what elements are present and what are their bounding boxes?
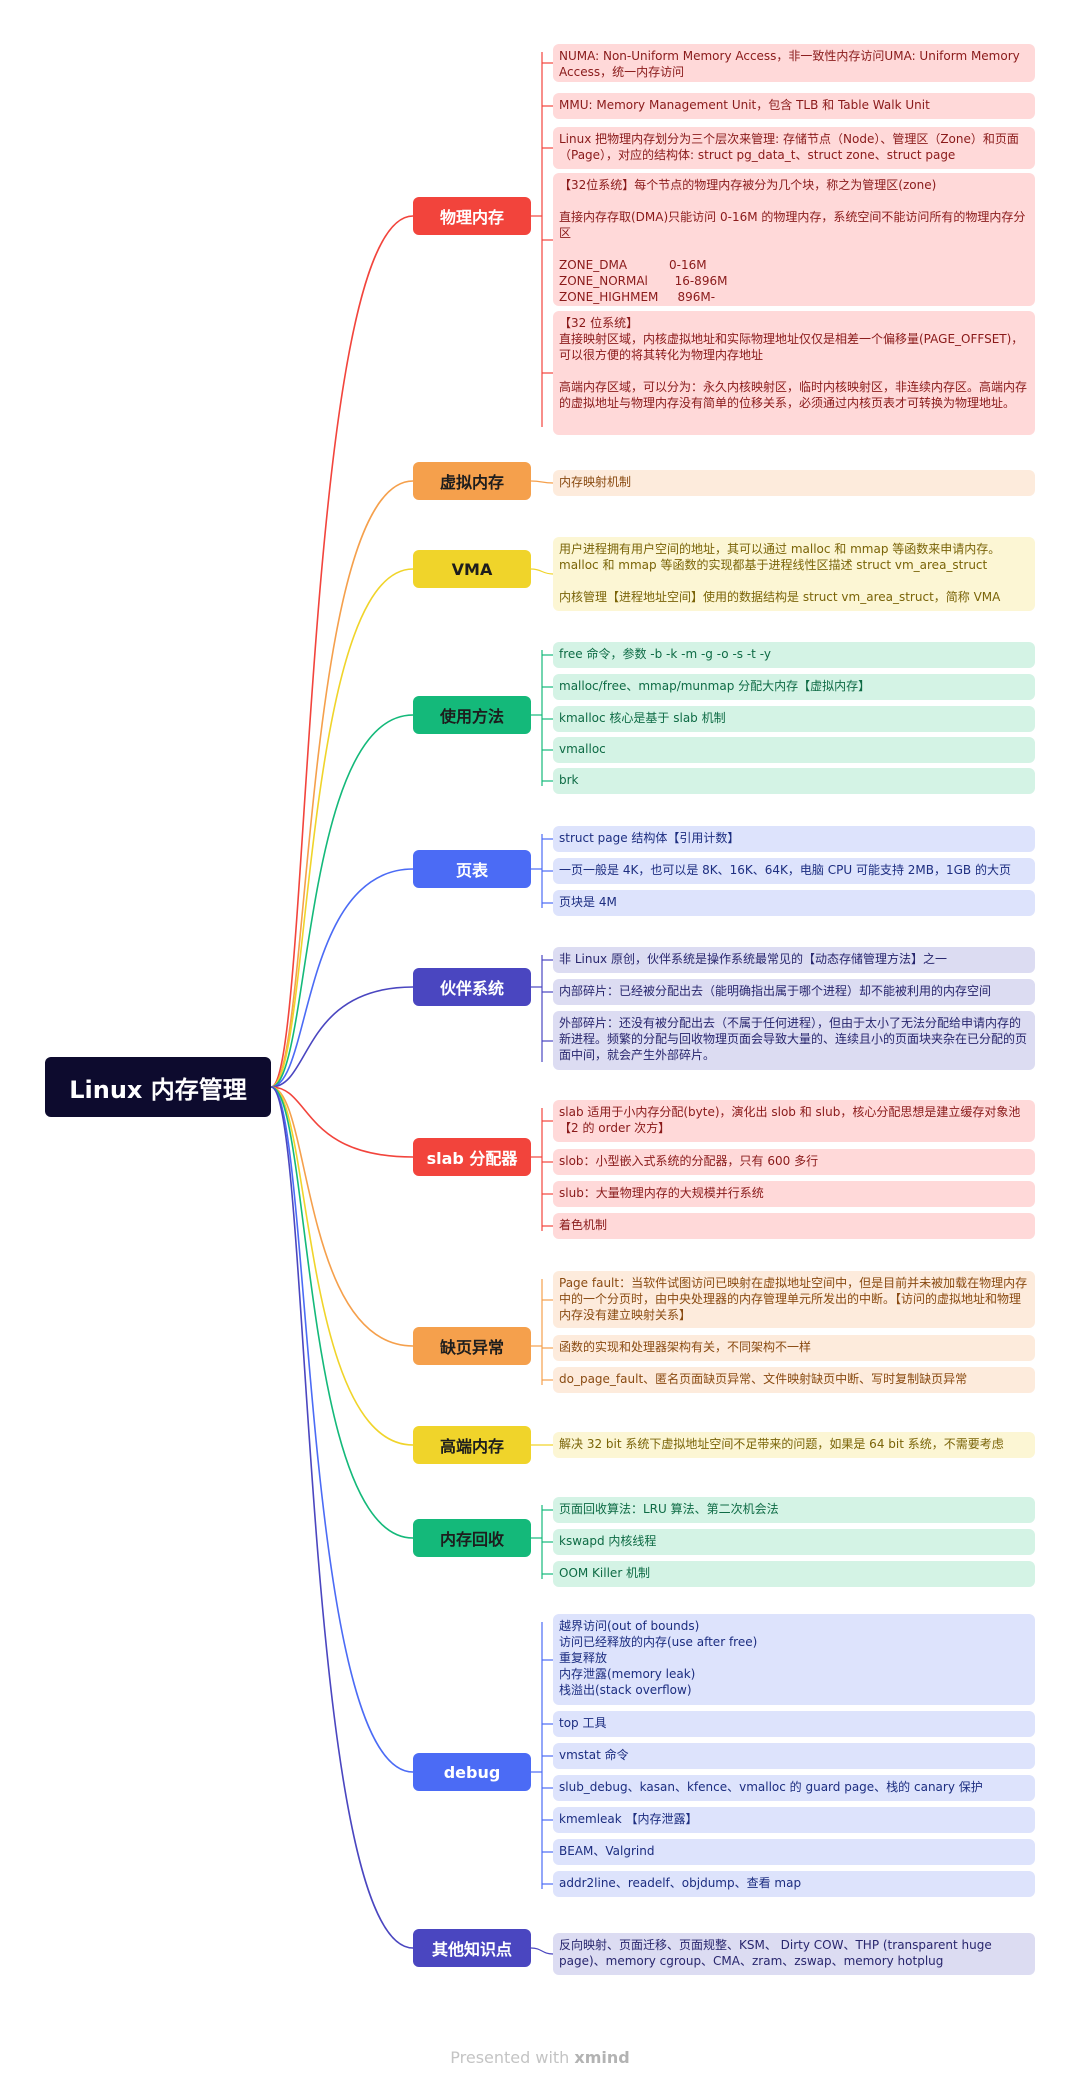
branch-leaf-connector bbox=[530, 1947, 554, 1955]
branch-leaf-connector bbox=[530, 568, 554, 575]
leaf-topic[interactable]: slub：大量物理内存的大规模并行系统 bbox=[553, 1181, 1035, 1207]
root-branch-connector bbox=[270, 986, 414, 1088]
leaf-topic[interactable]: slub_debug、kasan、kfence、vmalloc 的 guard … bbox=[553, 1775, 1035, 1801]
root-branch-connector bbox=[270, 568, 414, 1088]
leaf-topic[interactable]: do_page_fault、匿名页面缺页异常、文件映射缺页中断、写时复制缺页异常 bbox=[553, 1367, 1035, 1393]
leaf-topic[interactable]: kswapd 内核线程 bbox=[553, 1529, 1035, 1555]
xmind-brand: xmind bbox=[574, 2048, 630, 2067]
leaf-topic[interactable]: 页块是 4M bbox=[553, 890, 1035, 916]
root-branch-connector bbox=[270, 1086, 414, 1949]
leaf-topic[interactable]: addr2line、readelf、objdump、查看 map bbox=[553, 1871, 1035, 1897]
branch-topic[interactable]: 虚拟内存 bbox=[413, 462, 531, 500]
root-branch-connector bbox=[270, 215, 414, 1088]
branch-topic[interactable]: 内存回收 bbox=[413, 1519, 531, 1557]
leaf-topic[interactable]: 非 Linux 原创，伙伴系统是操作系统最常见的【动态存储管理方法】之一 bbox=[553, 947, 1035, 973]
leaf-topic[interactable]: Page fault：当软件试图访问已映射在虚拟地址空间中，但是目前并未被加载在… bbox=[553, 1271, 1035, 1328]
leaf-topic[interactable]: vmalloc bbox=[553, 737, 1035, 763]
branch-topic[interactable]: 使用方法 bbox=[413, 696, 531, 734]
root-branch-connector bbox=[270, 714, 414, 1088]
root-branch-connector bbox=[270, 1086, 414, 1158]
leaf-topic[interactable]: slob：小型嵌入式系统的分配器，只有 600 多行 bbox=[553, 1149, 1035, 1175]
leaf-topic[interactable]: 【32 位系统】 直接映射区域，内核虚拟地址和实际物理地址仅仅是相差一个偏移量(… bbox=[553, 311, 1035, 435]
branch-topic[interactable]: 伙伴系统 bbox=[413, 968, 531, 1006]
footer-prefix: Presented with bbox=[450, 2048, 575, 2067]
leaf-topic[interactable]: 解决 32 bit 系统下虚拟地址空间不足带来的问题，如果是 64 bit 系统… bbox=[553, 1432, 1035, 1458]
presented-with-footer: Presented with xmind bbox=[0, 2048, 1080, 2067]
root-branch-connector bbox=[270, 868, 414, 1088]
leaf-topic[interactable]: 着色机制 bbox=[553, 1213, 1035, 1239]
leaf-topic[interactable]: free 命令，参数 -b -k -m -g -o -s -t -y bbox=[553, 642, 1035, 668]
leaf-topic[interactable]: slab 适用于小内存分配(byte)，演化出 slob 和 slub，核心分配… bbox=[553, 1100, 1035, 1142]
branch-topic[interactable]: VMA bbox=[413, 550, 531, 588]
root-branch-connector bbox=[270, 1086, 414, 1347]
leaf-topic[interactable]: 内存映射机制 bbox=[553, 470, 1035, 496]
leaf-topic[interactable]: vmstat 命令 bbox=[553, 1743, 1035, 1769]
leaf-topic[interactable]: NUMA: Non-Uniform Memory Access，非一致性内存访问… bbox=[553, 44, 1035, 82]
root-branch-connector bbox=[270, 1086, 414, 1539]
leaf-topic[interactable]: OOM Killer 机制 bbox=[553, 1561, 1035, 1587]
branch-topic[interactable]: 页表 bbox=[413, 850, 531, 888]
leaf-topic[interactable]: 用户进程拥有用户空间的地址，其可以通过 malloc 和 mmap 等函数来申请… bbox=[553, 537, 1035, 611]
leaf-topic[interactable]: 越界访问(out of bounds) 访问已经释放的内存(use after … bbox=[553, 1614, 1035, 1705]
branch-topic[interactable]: 缺页异常 bbox=[413, 1327, 531, 1365]
leaf-topic[interactable]: MMU: Memory Management Unit，包含 TLB 和 Tab… bbox=[553, 93, 1035, 119]
branch-topic[interactable]: 物理内存 bbox=[413, 197, 531, 235]
branch-topic[interactable]: 高端内存 bbox=[413, 1426, 531, 1464]
branch-topic[interactable]: 其他知识点 bbox=[413, 1929, 531, 1967]
leaf-topic[interactable]: 函数的实现和处理器架构有关，不同架构不一样 bbox=[553, 1335, 1035, 1361]
leaf-topic[interactable]: malloc/free、mmap/munmap 分配大内存【虚拟内存】 bbox=[553, 674, 1035, 700]
leaf-topic[interactable]: brk bbox=[553, 768, 1035, 794]
leaf-topic[interactable]: 内部碎片：已经被分配出去（能明确指出属于哪个进程）却不能被利用的内存空间 bbox=[553, 979, 1035, 1005]
root-branch-connector bbox=[270, 480, 414, 1088]
root-topic[interactable]: Linux 内存管理 bbox=[45, 1057, 271, 1117]
leaf-topic[interactable]: Linux 把物理内存划分为三个层次来管理: 存储节点（Node）、管理区（Zo… bbox=[553, 127, 1035, 169]
leaf-topic[interactable]: kmalloc 核心是基于 slab 机制 bbox=[553, 706, 1035, 732]
branch-topic[interactable]: slab 分配器 bbox=[413, 1138, 531, 1176]
leaf-topic[interactable]: 一页一般是 4K，也可以是 8K、16K、64K，电脑 CPU 可能支持 2MB… bbox=[553, 858, 1035, 884]
branch-leaf-connector bbox=[530, 480, 554, 484]
branch-topic[interactable]: debug bbox=[413, 1753, 531, 1791]
leaf-topic[interactable]: kmemleak 【内存泄露】 bbox=[553, 1807, 1035, 1833]
leaf-topic[interactable]: top 工具 bbox=[553, 1711, 1035, 1737]
leaf-topic[interactable]: BEAM、Valgrind bbox=[553, 1839, 1035, 1865]
leaf-topic[interactable]: 外部碎片：还没有被分配出去（不属于任何进程），但由于太小了无法分配给申请内存的新… bbox=[553, 1011, 1035, 1070]
root-branch-connector bbox=[270, 1086, 414, 1773]
leaf-topic[interactable]: 【32位系统】每个节点的物理内存被分为几个块，称之为管理区(zone) 直接内存… bbox=[553, 173, 1035, 306]
leaf-topic[interactable]: 反向映射、页面迁移、页面规整、KSM、 Dirty COW、THP (trans… bbox=[553, 1933, 1035, 1975]
root-branch-connector bbox=[270, 1086, 414, 1446]
leaf-topic[interactable]: 页面回收算法：LRU 算法、第二次机会法 bbox=[553, 1497, 1035, 1523]
leaf-topic[interactable]: struct page 结构体【引用计数】 bbox=[553, 826, 1035, 852]
